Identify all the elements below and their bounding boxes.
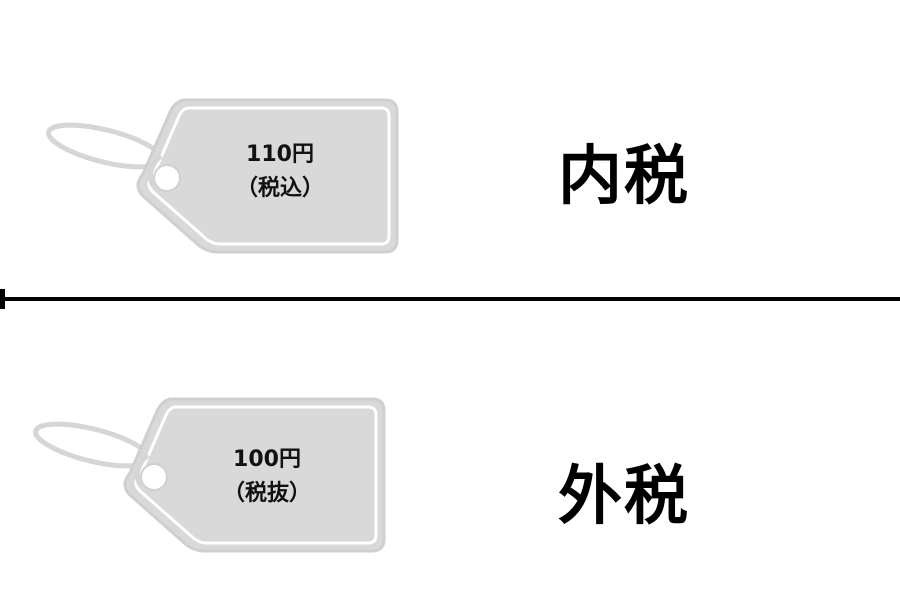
- tax-type-label: 外税: [558, 460, 690, 534]
- price-tag-icon: [46, 98, 399, 254]
- divider-cap: [0, 289, 5, 309]
- tag-price: 110円: [246, 142, 314, 167]
- tag-tax-note: （税抜）: [222, 481, 311, 506]
- price-tag-inclusive: 110円 （税込）: [45, 98, 405, 258]
- divider-line: [0, 297, 900, 301]
- tax-inclusive-section: 110円 （税込） 内税: [45, 98, 690, 258]
- price-tag-exclusive: 100円 （税抜）: [32, 397, 392, 557]
- tax-type-label: 内税: [558, 140, 690, 214]
- price-tag-icon: [33, 397, 386, 553]
- tag-price: 100円: [233, 447, 301, 472]
- tag-text-block: 110円 （税込）: [205, 138, 355, 206]
- tag-text-block: 100円 （税抜）: [192, 443, 342, 511]
- tax-exclusive-section: 100円 （税抜） 外税: [0, 300, 900, 600]
- tag-tax-note: （税込）: [235, 176, 324, 201]
